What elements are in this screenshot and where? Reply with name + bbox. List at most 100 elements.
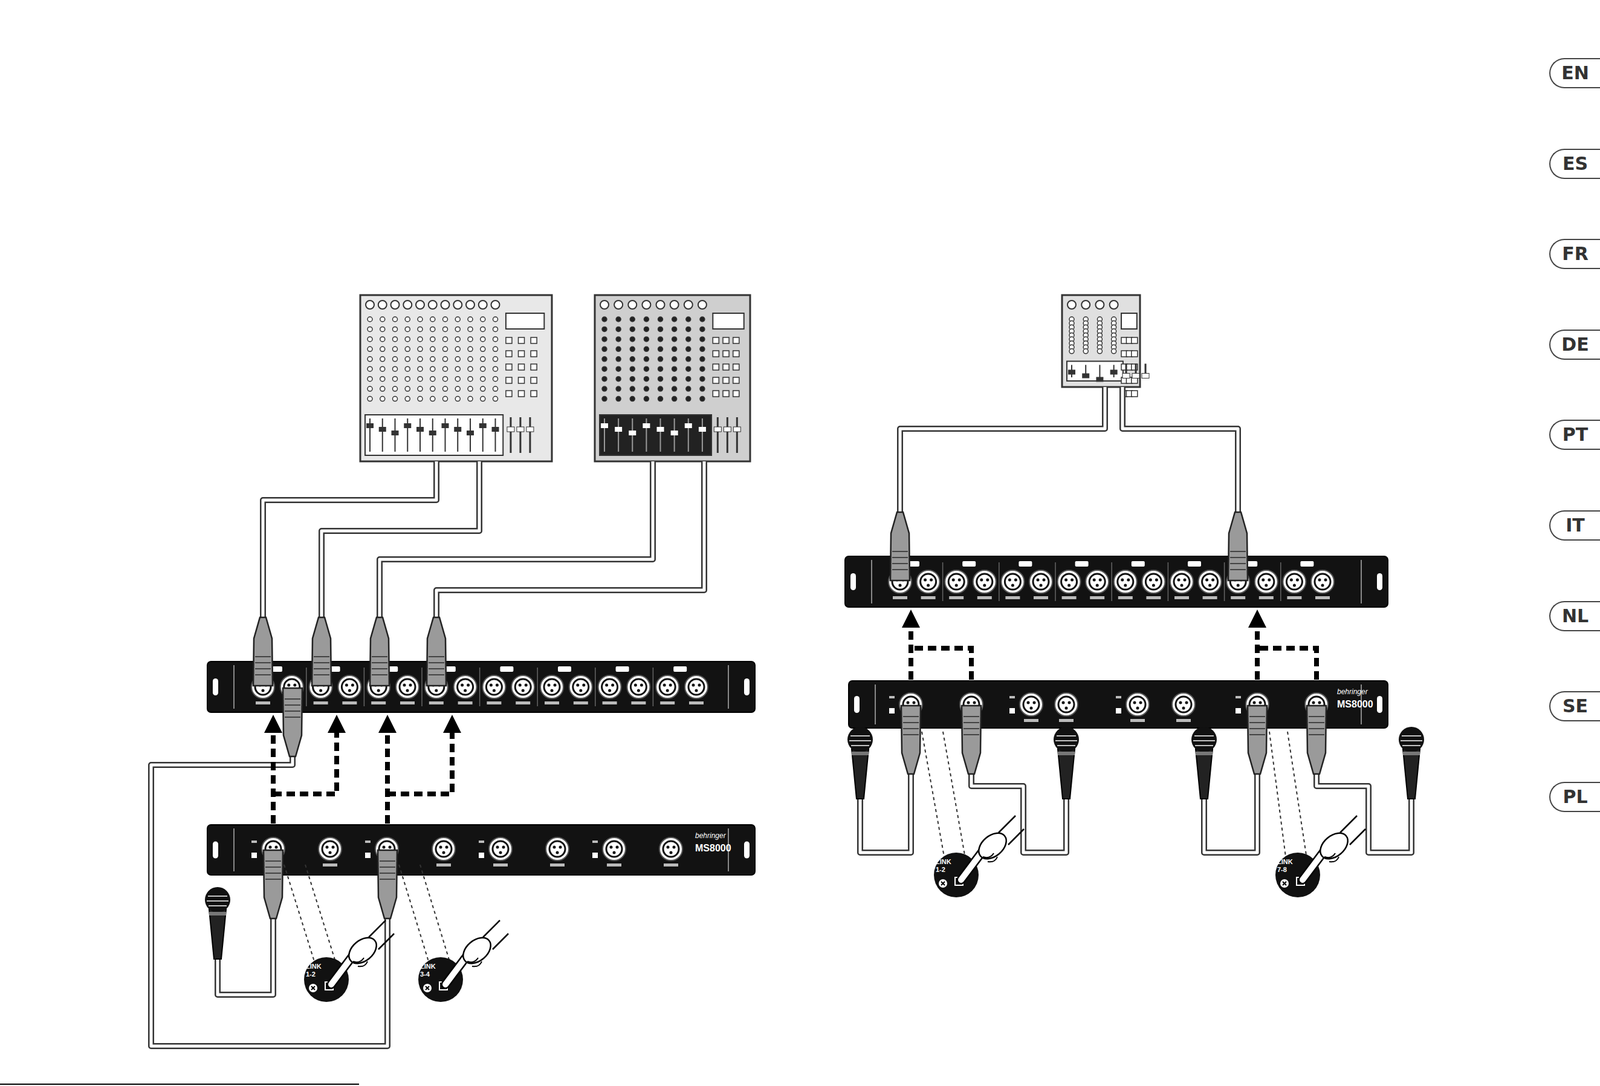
- master-button: [530, 390, 537, 397]
- mixer-knob: [492, 356, 498, 362]
- mixer-knob: [404, 356, 410, 362]
- mic-head: [1191, 726, 1217, 752]
- jack-legend: [458, 701, 473, 705]
- leader-line: [1287, 731, 1307, 855]
- xlr-jack-ring: [920, 573, 937, 590]
- fader-slot: [382, 418, 384, 452]
- xlr-jack: [337, 675, 361, 699]
- mixer-knob: [602, 366, 607, 372]
- cable-outline: [1122, 386, 1238, 512]
- master-fader-cap: [713, 426, 722, 432]
- plug-grip: [284, 710, 301, 712]
- mixer-knob: [480, 356, 486, 362]
- xlr-pin: [1318, 578, 1322, 582]
- mixer-knob: [380, 366, 386, 372]
- master-fader-cap: [1141, 372, 1150, 378]
- mic-grille: [1055, 739, 1078, 742]
- fader-cap: [628, 430, 636, 436]
- plug-grip: [379, 866, 396, 868]
- input-jack: [1095, 300, 1104, 309]
- jack-legend: [400, 701, 415, 705]
- master-fader-cap: [526, 426, 534, 432]
- input-jack: [1109, 300, 1119, 309]
- master-button: [733, 377, 740, 384]
- xlr-jack-ring: [1314, 573, 1331, 590]
- link-button: [1115, 707, 1122, 714]
- plug-grip: [265, 866, 282, 868]
- xlr-jack: [973, 570, 997, 593]
- mixer-knob: [615, 326, 621, 332]
- xlr-pin: [1289, 578, 1293, 582]
- mic-grille: [1194, 735, 1214, 737]
- master-fader: [509, 417, 512, 453]
- xlr-pin: [382, 845, 386, 849]
- tab-label: FR: [1561, 244, 1589, 263]
- mixer-knob: [658, 396, 664, 402]
- xlr-jack-ring: [630, 678, 647, 695]
- xlr-pin: [637, 689, 641, 693]
- xlr-pin: [1070, 578, 1074, 582]
- tab-label: EN: [1561, 64, 1590, 83]
- plug-grip: [265, 860, 282, 862]
- plug-grip: [1249, 721, 1266, 723]
- channel-number: [615, 666, 630, 672]
- hand-knuckles: [467, 957, 482, 966]
- mixer-knob: [672, 386, 677, 392]
- mixer-knob: [615, 376, 621, 382]
- mixer-knob: [643, 386, 649, 392]
- xlr-pin: [1259, 701, 1263, 705]
- mixer-body: [1062, 294, 1141, 387]
- xlr-pin: [1292, 583, 1296, 587]
- xlr-jack: [602, 837, 626, 861]
- xlr-pin: [1180, 583, 1184, 587]
- xlr-pin: [445, 845, 449, 849]
- xlr-pin: [1139, 701, 1143, 705]
- rack-ear-slot: [212, 678, 219, 696]
- xlr-jack: [1000, 570, 1024, 593]
- xlr-pin: [553, 845, 557, 849]
- mixer-knob: [430, 356, 436, 362]
- mixer-knob: [367, 386, 373, 392]
- arrow-head: [264, 714, 283, 733]
- plug-grip: [1249, 727, 1266, 729]
- mixer-knob: [699, 356, 705, 362]
- rack-panel: [207, 824, 755, 875]
- jack-legend: [689, 701, 704, 705]
- fader-area: [1066, 360, 1124, 381]
- xlr-jack-ring: [663, 840, 679, 857]
- fader-slot: [617, 418, 619, 452]
- button-legend: [478, 840, 485, 843]
- tab-label: PT: [1562, 425, 1588, 444]
- mixer-knob: [380, 386, 386, 392]
- mixer-knob: [455, 396, 460, 402]
- xlr-plug: [1306, 705, 1327, 774]
- mixer-knob: [430, 326, 436, 332]
- master-button: [530, 337, 537, 344]
- xlr-jack-ring: [1058, 696, 1075, 713]
- mixer-knob: [467, 366, 473, 372]
- mixer-knob: [672, 376, 677, 382]
- mixer-knob: [367, 336, 373, 342]
- rack-ear-slot: [744, 678, 750, 696]
- pair-divider: [421, 667, 423, 707]
- xlr-pin: [640, 683, 644, 687]
- button-legend: [592, 840, 598, 843]
- plug-grip: [903, 715, 919, 717]
- tab-label: SE: [1562, 696, 1588, 716]
- xlr-jack-ring: [606, 840, 622, 857]
- mixer-knob: [629, 396, 635, 402]
- cable-outline: [217, 918, 274, 995]
- mixer-knob: [430, 336, 436, 342]
- mixer-knob: [430, 346, 436, 352]
- mixer-knob: [672, 356, 677, 362]
- fader-slot: [494, 418, 496, 452]
- mixer-knob: [629, 316, 635, 322]
- leader-line: [921, 731, 945, 857]
- xlr-jack-ring: [544, 678, 560, 695]
- xlr-plug: [311, 617, 332, 686]
- xlr-pin: [328, 851, 332, 855]
- plug-grip: [1249, 733, 1266, 736]
- mixer-knob: [392, 326, 398, 332]
- plug-grip: [892, 568, 908, 571]
- mic-grille: [849, 739, 872, 742]
